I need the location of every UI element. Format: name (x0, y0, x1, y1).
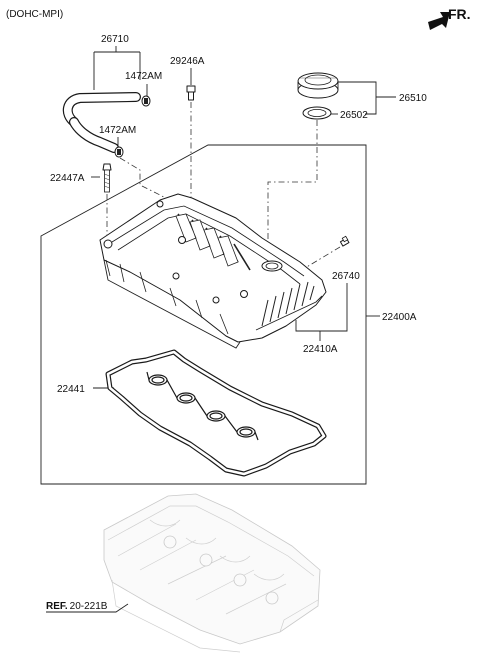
label-cover-gasket: 22441 (57, 384, 85, 395)
hose-mount-dash (119, 157, 176, 204)
reference-underline (46, 603, 129, 613)
clamp-lower (114, 146, 124, 158)
label-cover-assy: 22400A (382, 312, 417, 323)
reference-prefix: REF. (46, 601, 68, 612)
leader-sensor-cover (295, 283, 348, 332)
sensor-mount-dash (304, 246, 341, 269)
leader-oil-filler-cap (338, 81, 396, 115)
clamp-upper (141, 95, 151, 107)
sensor (339, 235, 350, 247)
label-bolt: 22447A (50, 173, 85, 184)
label-clamp-lower: 1472AM (99, 125, 136, 136)
cylinder-head-reference (103, 493, 321, 653)
bolt (102, 163, 112, 193)
cover-gasket (105, 349, 327, 477)
front-arrow-icon (428, 12, 450, 30)
pcv-valve (186, 85, 196, 101)
label-cover: 22410A (303, 344, 338, 355)
label-pcv-valve: 29246A (170, 56, 205, 67)
label-oil-filler-cap-assy: 26510 (399, 93, 427, 104)
oil-filler-cap (297, 72, 339, 99)
variant-caption: (DOHC-MPI) (6, 9, 63, 20)
assembly-frame (40, 144, 367, 485)
label-sensor: 26740 (332, 271, 360, 282)
reference-label: REF.20-221B (46, 601, 108, 612)
front-indicator: FR. (448, 6, 471, 22)
reference-code: 20-221B (70, 601, 108, 612)
label-clamp-upper: 1472AM (125, 71, 162, 82)
cap-gasket (302, 106, 332, 120)
breather-hose (62, 92, 141, 153)
breather-hose-bracket (93, 46, 141, 90)
valve-cover (99, 193, 327, 349)
label-cap-gasket: 26502 (340, 110, 368, 121)
label-breather-hose: 26710 (101, 34, 129, 45)
cap-mount-dash (267, 120, 318, 255)
